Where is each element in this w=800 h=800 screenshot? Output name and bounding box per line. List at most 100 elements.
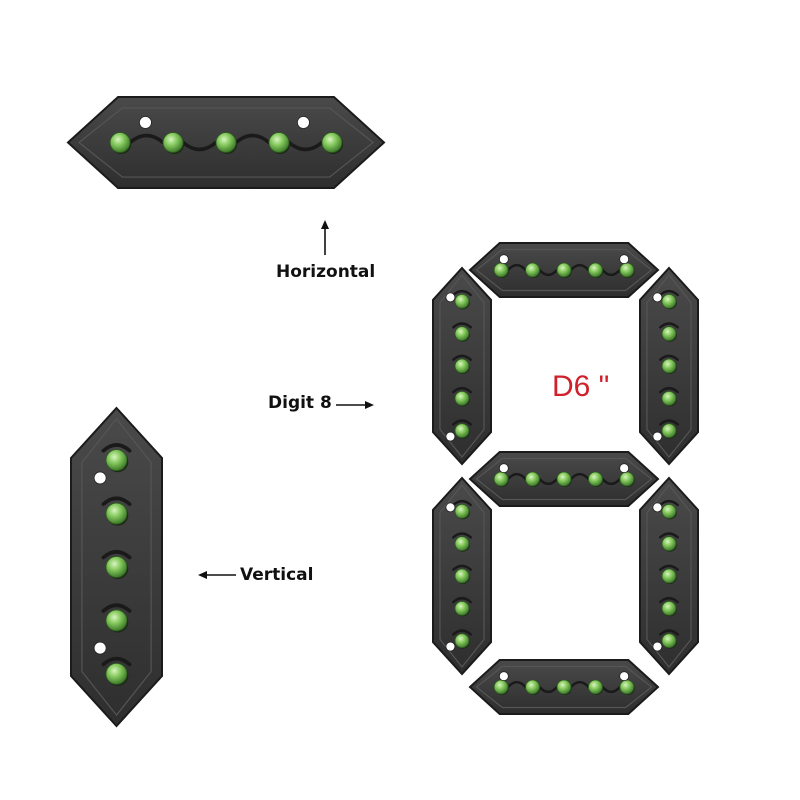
led bbox=[588, 679, 603, 695]
led bbox=[525, 679, 540, 695]
led bbox=[109, 132, 131, 153]
led bbox=[661, 633, 677, 649]
horizontal-label: Horizontal bbox=[276, 262, 376, 282]
wire-groove bbox=[234, 133, 271, 145]
vertical-segment bbox=[70, 406, 163, 728]
led bbox=[556, 679, 572, 695]
led bbox=[493, 679, 509, 695]
mounting-hole bbox=[652, 502, 663, 513]
led bbox=[588, 262, 603, 278]
led bbox=[105, 502, 128, 525]
wire-groove bbox=[101, 549, 132, 560]
segment-rim bbox=[646, 273, 692, 459]
led bbox=[556, 471, 572, 487]
led bbox=[105, 449, 128, 472]
segment-housing bbox=[639, 476, 699, 676]
segment-rim bbox=[77, 107, 375, 178]
wire-groove bbox=[452, 354, 472, 361]
segment-housing bbox=[468, 451, 660, 507]
mounting-hole bbox=[445, 431, 456, 442]
wire-groove bbox=[659, 289, 679, 297]
led bbox=[215, 132, 237, 153]
wire-groove bbox=[181, 140, 218, 152]
led bbox=[619, 262, 635, 278]
wire-groove bbox=[659, 354, 679, 361]
mounting-hole bbox=[445, 641, 456, 652]
wire-groove bbox=[506, 472, 527, 481]
led bbox=[661, 326, 677, 342]
wire-groove bbox=[452, 499, 472, 507]
led bbox=[454, 390, 470, 406]
wire-groove bbox=[101, 603, 132, 613]
wire-groove bbox=[452, 532, 472, 539]
led bbox=[454, 358, 470, 374]
segment-rim bbox=[439, 483, 485, 669]
wire-groove bbox=[452, 596, 472, 604]
arrow-up-icon bbox=[321, 220, 329, 255]
arrow-left-icon bbox=[198, 571, 236, 579]
mounting-hole bbox=[93, 641, 107, 655]
wire-groove bbox=[101, 496, 132, 506]
digit-label: Digit 8 bbox=[268, 393, 332, 413]
segment-housing bbox=[432, 476, 492, 676]
wire-groove bbox=[601, 685, 622, 694]
led bbox=[162, 132, 184, 153]
wire-groove bbox=[452, 419, 472, 426]
wire-groove bbox=[659, 419, 679, 426]
led bbox=[105, 556, 128, 578]
wire-groove bbox=[452, 289, 472, 297]
led bbox=[619, 471, 635, 487]
digit-eight-display bbox=[432, 242, 699, 715]
led bbox=[454, 503, 470, 519]
wire-groove bbox=[506, 263, 527, 272]
wire-groove bbox=[601, 268, 622, 277]
mounting-hole bbox=[139, 116, 152, 129]
led bbox=[454, 293, 470, 309]
mounting-hole bbox=[297, 116, 310, 129]
mounting-hole bbox=[619, 463, 630, 474]
mounting-hole bbox=[93, 471, 107, 485]
wire-groove bbox=[569, 472, 590, 481]
led bbox=[661, 423, 677, 439]
mounting-hole bbox=[652, 292, 663, 303]
vertical-label: Vertical bbox=[240, 565, 314, 585]
led bbox=[454, 633, 470, 649]
led bbox=[321, 132, 343, 153]
wire-groove bbox=[569, 680, 590, 689]
led bbox=[268, 132, 290, 153]
led bbox=[661, 503, 677, 519]
led bbox=[588, 471, 603, 487]
led bbox=[454, 326, 470, 342]
wire-groove bbox=[659, 386, 679, 394]
wire-groove bbox=[538, 685, 559, 694]
led bbox=[661, 568, 677, 584]
led bbox=[493, 262, 509, 278]
mounting-hole bbox=[652, 431, 663, 442]
wire-groove bbox=[287, 140, 324, 152]
wire-groove bbox=[538, 477, 559, 486]
mounting-hole bbox=[652, 641, 663, 652]
segment-housing bbox=[639, 266, 699, 466]
wire-groove bbox=[452, 564, 472, 571]
led bbox=[454, 568, 470, 584]
segment-housing bbox=[432, 266, 492, 466]
segment-rim bbox=[439, 273, 485, 459]
mounting-hole bbox=[498, 463, 509, 474]
wire-groove bbox=[659, 532, 679, 539]
wire-groove bbox=[538, 268, 559, 277]
mounting-hole bbox=[498, 671, 509, 682]
led bbox=[105, 609, 128, 632]
wire-groove bbox=[452, 386, 472, 394]
segment-rim bbox=[475, 248, 653, 292]
led bbox=[661, 358, 677, 374]
led bbox=[454, 536, 470, 552]
wire-groove bbox=[601, 477, 622, 486]
wire-groove bbox=[659, 629, 679, 636]
segment-housing bbox=[70, 406, 163, 728]
horizontal-segment bbox=[66, 96, 386, 189]
wire-groove bbox=[659, 596, 679, 604]
wire-groove bbox=[128, 133, 165, 145]
wire-groove bbox=[101, 443, 132, 453]
wire-groove bbox=[101, 656, 132, 667]
